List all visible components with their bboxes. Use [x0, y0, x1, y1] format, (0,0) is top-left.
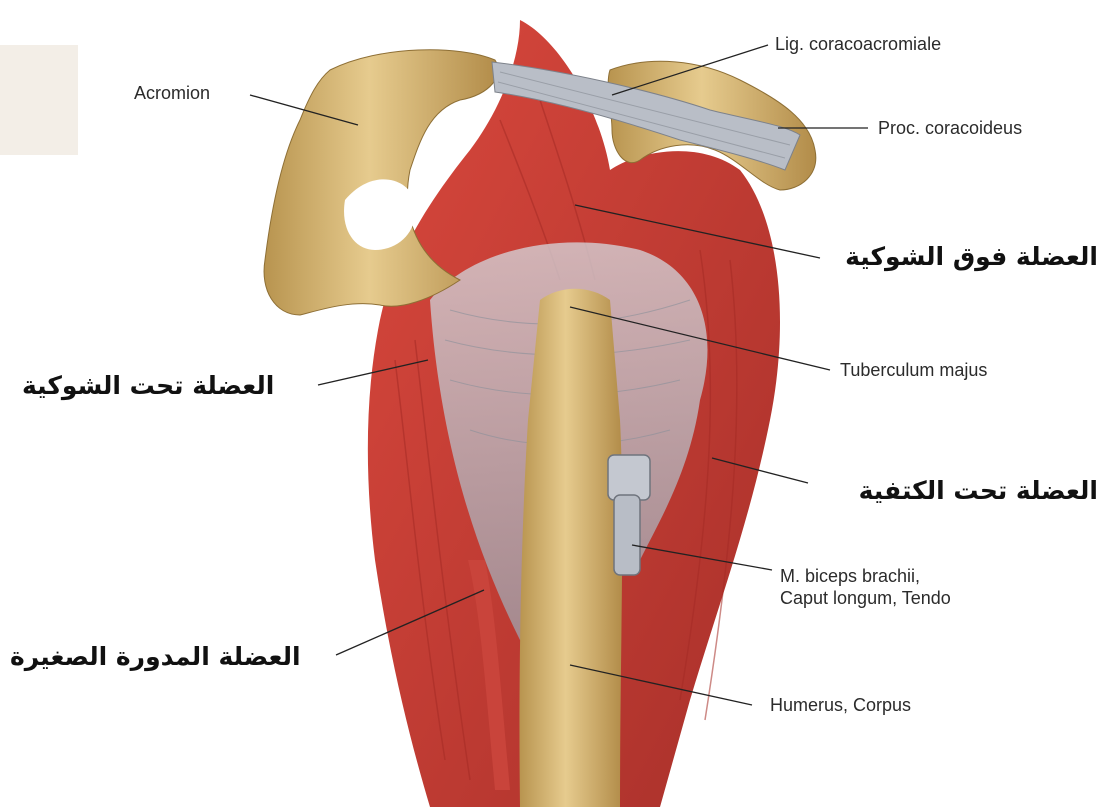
biceps-tendon [614, 495, 640, 575]
label-acromion: Acromion [134, 83, 210, 105]
label-tuberculum-majus: Tuberculum majus [840, 360, 987, 382]
label-supraspinatus-ar: العضلة فوق الشوكية [845, 242, 1098, 272]
label-biceps-line2: Caput longum, Tendo [780, 588, 951, 610]
biceps-tendon-sheath [608, 455, 650, 500]
label-infraspinatus-ar: العضلة تحت الشوكية [22, 371, 274, 401]
label-biceps-line1: M. biceps brachii, [780, 566, 951, 588]
label-lig-coracoacromiale: Lig. coracoacromiale [775, 34, 941, 56]
label-humerus-corpus: Humerus, Corpus [770, 695, 911, 717]
label-proc-coracoideus: Proc. coracoideus [878, 118, 1022, 140]
label-biceps-brachii: M. biceps brachii, Caput longum, Tendo [780, 566, 951, 609]
label-subscapularis-ar: العضلة تحت الكتفية [859, 476, 1098, 506]
humerus-shaft [519, 289, 622, 807]
label-teres-minor-ar: العضلة المدورة الصغيرة [10, 642, 301, 672]
corner-patch [0, 45, 78, 155]
